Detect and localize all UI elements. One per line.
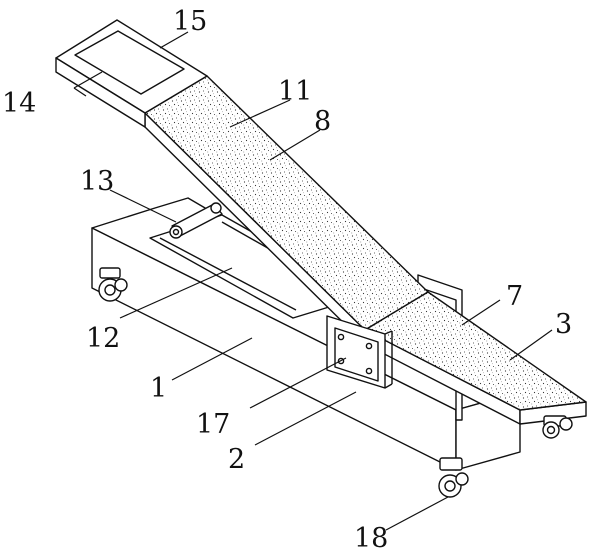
caster-wheel-front-left	[438, 457, 469, 498]
label-2: 2	[228, 444, 245, 475]
platform-side-face	[55, 57, 146, 128]
leader-1	[171, 337, 253, 381]
label-3: 3	[555, 309, 572, 340]
label-11: 11	[278, 76, 312, 107]
label-12: 12	[86, 323, 120, 354]
leader-7	[461, 299, 501, 326]
label-13: 13	[80, 166, 114, 197]
mounting-plate-inset	[334, 327, 379, 382]
leader-17	[249, 357, 347, 409]
label-8: 8	[314, 106, 331, 137]
leader-2	[254, 391, 357, 446]
leader-12	[119, 267, 233, 319]
label-1: 1	[150, 373, 167, 404]
platform-inner-panel	[74, 30, 185, 95]
leader-18	[385, 496, 449, 531]
caster-wheel-rear-left	[98, 267, 128, 302]
leader-15	[159, 31, 189, 49]
leader-8	[269, 129, 321, 161]
label-7: 7	[506, 281, 523, 312]
caster-wheel-front-right	[542, 415, 573, 439]
leader-14	[73, 87, 87, 97]
mounting-plate	[326, 315, 393, 389]
label-17: 17	[196, 409, 230, 440]
label-18: 18	[354, 523, 388, 551]
part-labels: 15 14 11 8 13 12 1 7 3 17 2 18	[2, 6, 572, 554]
leader-lines	[73, 31, 553, 531]
lift-cylinder	[169, 202, 223, 239]
label-14: 14	[2, 88, 36, 119]
label-15: 15	[173, 6, 207, 37]
leader-13	[109, 189, 177, 223]
leader-3	[509, 329, 553, 361]
leader-11	[229, 99, 291, 128]
lower-belt	[364, 291, 587, 411]
top-platform	[55, 19, 208, 128]
